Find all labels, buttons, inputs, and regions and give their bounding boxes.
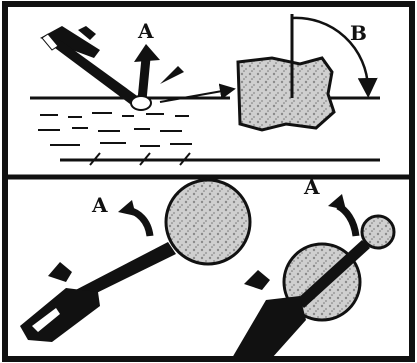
kickback-arrowhead-left: [118, 200, 136, 216]
bottom-panel: A A: [20, 175, 394, 358]
log-large-left: [166, 180, 250, 264]
top-panel: A B: [30, 14, 380, 165]
label-a-top: A: [137, 19, 154, 43]
contact-point: [131, 96, 151, 110]
pointer-arrow: [160, 90, 228, 102]
chainsaw-icon: [40, 26, 140, 104]
debris: [160, 66, 184, 84]
kickback-arrow-right: [338, 206, 356, 236]
log-end-icon: [238, 58, 334, 130]
saw-top-handle-right: [244, 270, 270, 290]
wood-grain: [38, 113, 192, 165]
label-a-bottom-left: A: [91, 193, 108, 217]
saw-top-handle-left: [48, 262, 72, 282]
saw-body-right: [232, 296, 306, 358]
kickback-arrowhead: [134, 44, 160, 62]
chainsaw-right: A: [232, 175, 394, 358]
saw-body-left: [20, 288, 100, 342]
kickback-arrowhead-right: [328, 194, 346, 210]
chainsaw-left: A: [20, 180, 250, 342]
label-b: B: [350, 21, 367, 45]
log-small: [362, 216, 394, 248]
label-a-bottom-right: A: [303, 175, 320, 199]
kickback-arrow-icon: [142, 58, 146, 100]
